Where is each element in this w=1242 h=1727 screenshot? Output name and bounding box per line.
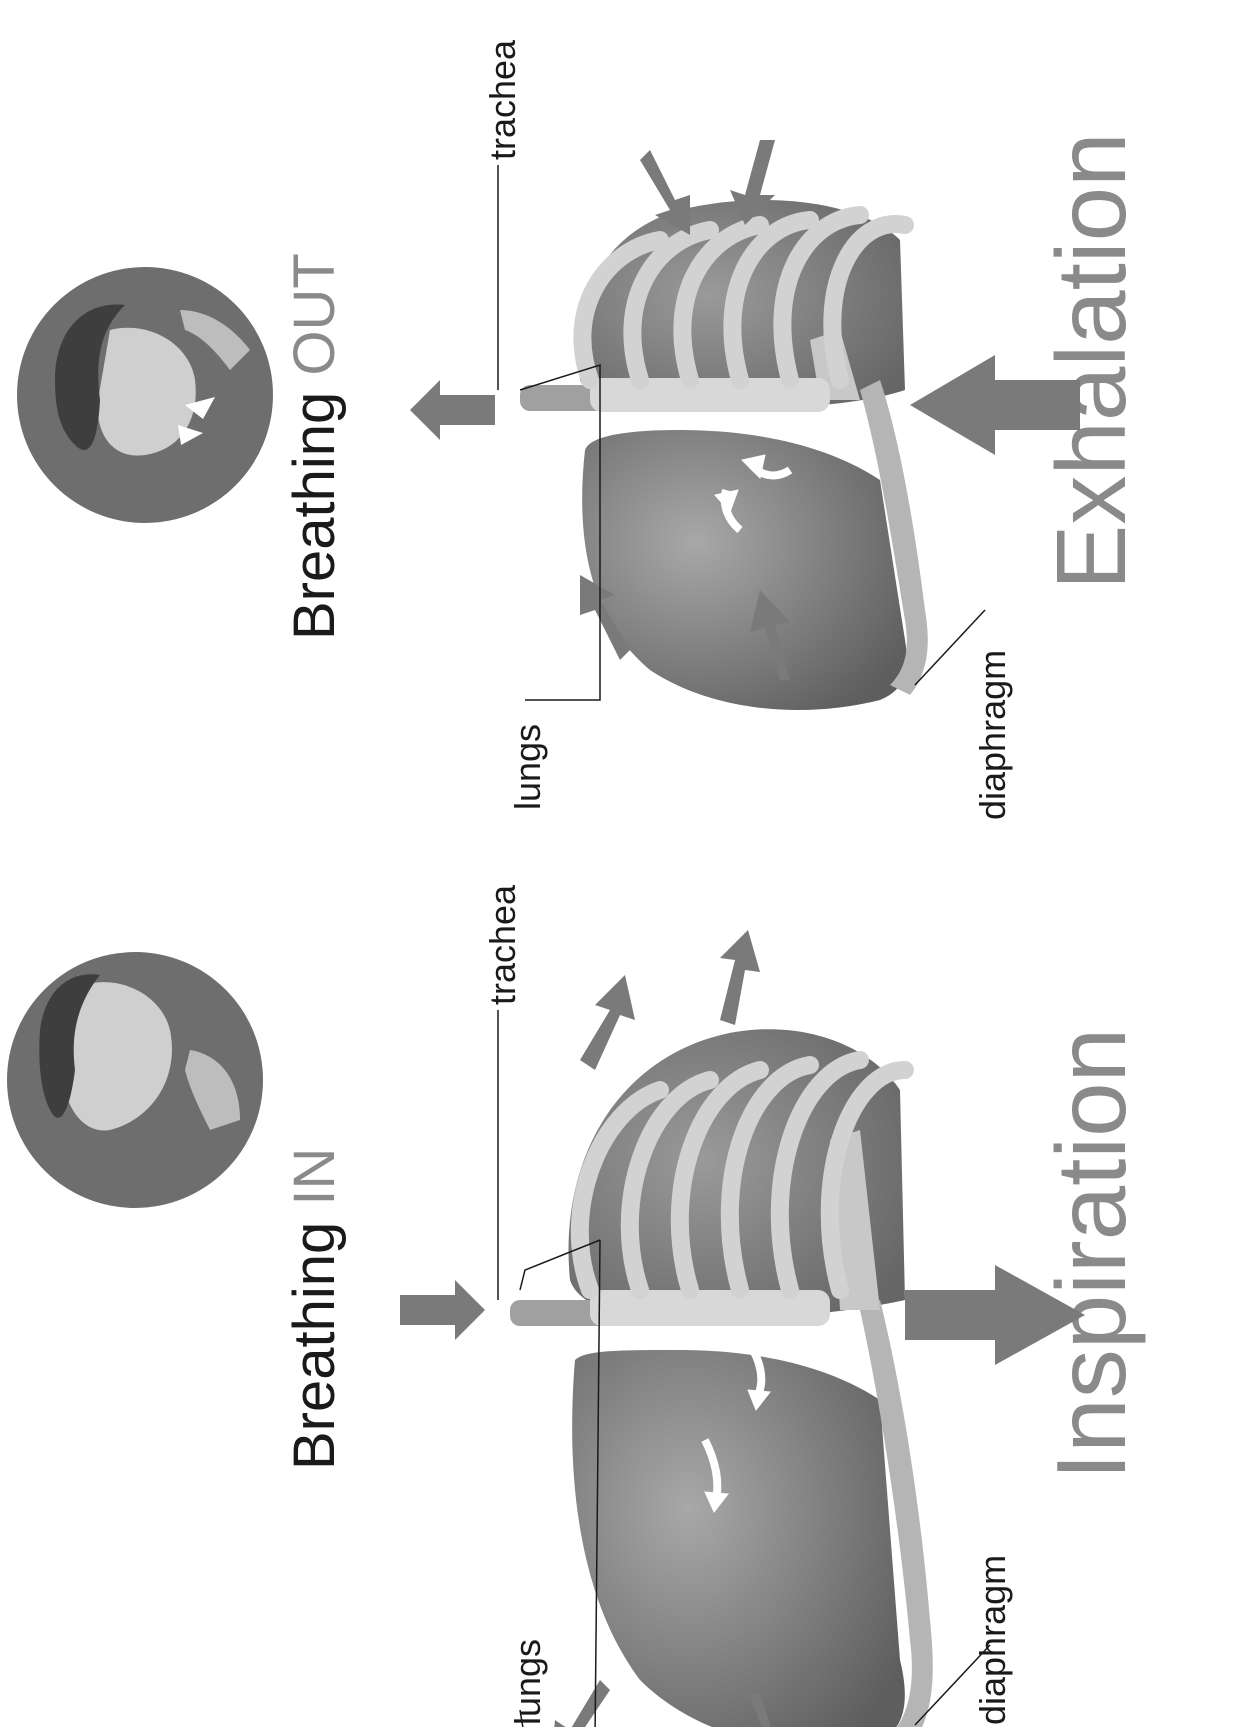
front-lung <box>572 1350 905 1727</box>
inhale-panel: Breathing IN Inspiration <box>7 884 1146 1727</box>
person-inhaling-icon <box>7 920 263 1208</box>
exhalation-label: Exhalation <box>1036 132 1146 590</box>
diaphragm-label: diaphragm <box>972 1555 1013 1725</box>
exhale-panel: Breathing OUT Exhalation <box>17 39 1146 820</box>
person-exhaling-icon <box>17 267 273 523</box>
trachea-label: trachea <box>482 39 523 160</box>
air-out-arrow <box>410 380 495 440</box>
trachea-label: trachea <box>482 884 523 1005</box>
air-in-arrow <box>400 1280 485 1340</box>
front-lung <box>582 430 907 710</box>
inspiration-label: Inspiration <box>1036 1028 1146 1480</box>
lungs-label: lungs <box>507 1639 548 1725</box>
exhale-title: Breathing OUT <box>282 253 347 640</box>
lungs-label: lungs <box>507 724 548 810</box>
diaphragm-label: diaphragm <box>972 650 1013 820</box>
inhale-title: Breathing IN <box>282 1148 347 1470</box>
